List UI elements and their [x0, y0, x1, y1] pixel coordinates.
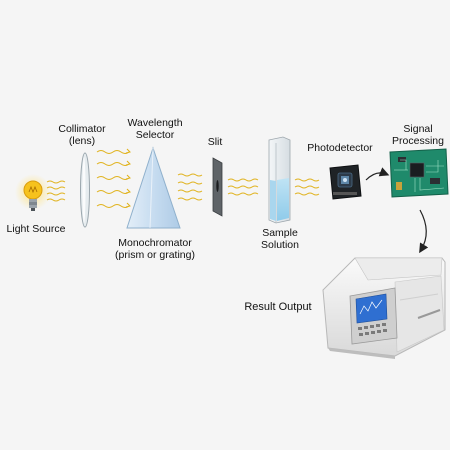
signal-processing-label: Signal Processing	[392, 123, 444, 147]
photodetector-icon	[329, 164, 362, 200]
light-rays-collimated	[96, 148, 131, 208]
light-rays-monochromatic	[227, 178, 259, 196]
light-rays-transmitted	[294, 178, 320, 196]
photodetector-label: Photodetector	[307, 142, 373, 154]
light-rays-dispersed	[177, 173, 203, 201]
collimator-label: Collimator (lens)	[58, 123, 106, 147]
light-source-label: Light Source	[6, 223, 66, 235]
prism-icon	[126, 146, 181, 229]
circuit-board-icon	[389, 148, 449, 198]
sample-solution-label: Sample Solution	[261, 227, 299, 251]
spectrophotometer-icon	[322, 257, 446, 359]
flow-arrow-to-output	[419, 209, 429, 254]
light-bulb-icon	[15, 174, 51, 211]
wavelength-selector-label: Wavelength Selector	[127, 117, 183, 141]
result-output-label: Result Output	[244, 301, 312, 313]
flow-arrow-to-processing	[365, 167, 390, 181]
slit-plate-icon	[212, 157, 223, 217]
monochromator-label: Monochromator (prism or grating)	[115, 237, 195, 261]
lens-icon	[80, 152, 90, 228]
cuvette-icon	[268, 136, 291, 224]
light-rays-source	[46, 180, 66, 202]
slit-label: Slit	[207, 136, 223, 148]
